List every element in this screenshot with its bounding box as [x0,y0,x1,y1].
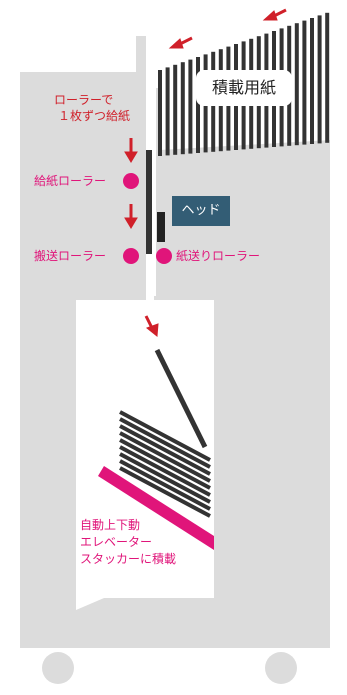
stacker-label: 自動上下動 エレベーター スタッカーに積載 [80,517,176,568]
elevator-stacker [98,466,214,550]
paper-sheet [317,15,322,144]
paper-feed-roller-icon [156,248,172,264]
feeding-sheet [146,150,152,254]
output-sheet [119,459,211,511]
output-sheet [119,452,211,504]
paper-sheet [302,20,307,145]
output-sheet [119,445,211,497]
output-sheet [119,410,211,462]
paper-sheet [173,64,178,155]
feed-roller-icon [123,173,139,189]
paper-sheet [196,57,200,153]
paper-sheet [158,70,162,156]
wheel-icon [265,652,297,684]
right-upper-block [160,140,330,296]
arrow-icon [262,8,287,21]
paper-sheet [310,18,314,144]
feed-roller-note-line2: １枚ずつ給紙 [58,109,131,123]
head-label: ヘッド [172,196,230,226]
paper-sheet [165,67,170,156]
paper-sheet [325,12,330,143]
paper-path-column [136,36,148,296]
wheel-icon [42,652,74,684]
output-sheet [119,417,211,469]
transport-roller-icon [123,248,139,264]
arrow-icon [124,138,138,163]
ejected-sheet [154,348,208,449]
head-bar [157,212,165,242]
arrow-icon [168,36,193,49]
feed-roller-note-line1: ローラーで [54,93,114,107]
output-sheet [119,431,211,483]
paper-sheet [180,62,185,155]
stacker-label-line1: 自動上下動 [80,518,141,532]
output-sheet [119,466,211,518]
feed-roller-label: 給紙ローラー [34,174,107,188]
arrow-icon [124,204,138,229]
output-stack [119,410,211,518]
stacker-label-line3: スタッカーに積載 [80,552,177,566]
stacked-paper-label: 積載用紙 [196,70,292,106]
paper-sheet [188,59,193,154]
transport-roller-label: 搬送ローラー [34,249,107,263]
arrow-icon [144,315,159,337]
stacker-label-line2: エレベーター [80,535,153,549]
arrows [124,8,287,337]
output-sheet [119,424,211,476]
paper-sheet [294,23,299,146]
paper-feed-roller-label: 紙送りローラー [176,249,261,263]
output-sheet [119,438,211,490]
